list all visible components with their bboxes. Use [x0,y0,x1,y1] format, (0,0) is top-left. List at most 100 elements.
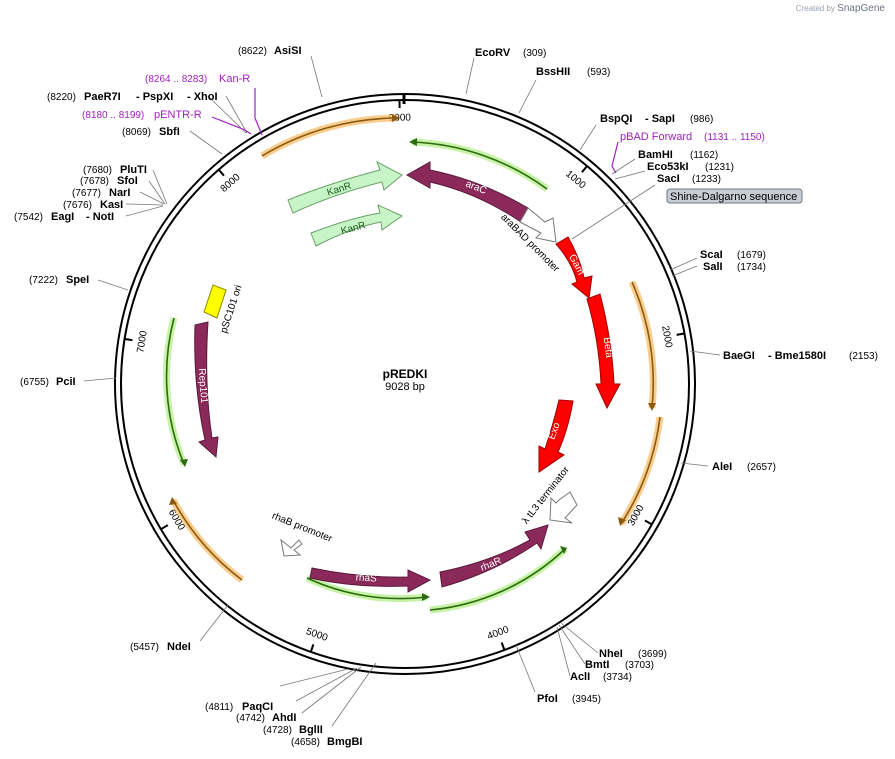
site-pcii: PciI [56,376,76,388]
site-pos: (3703) [625,660,654,671]
feature-rhas-label: rhaS [355,572,377,584]
plasmid-name: pREDKI [383,367,428,381]
site-ndei: NdeI [167,641,191,653]
shine-dalgarno-label: Shine-Dalgarno sequence [670,191,797,203]
plasmid-length: 9028 bp [385,381,425,393]
site-noti: - NotI [86,211,114,223]
snapgene-logo: SnapGene [837,3,885,14]
site-sbfi: SbfI [159,126,180,138]
site-pos: (7676) [63,200,92,211]
tick-mark [217,168,225,177]
site-bamhi: BamHI [638,149,673,161]
tick-mark [124,337,133,342]
site-baegi: BaeGI [723,350,755,362]
arc-left-orange [169,498,245,583]
primer-pentr-r: pENTR-R [154,109,202,121]
site-sfoi: SfoI [117,175,138,187]
site-pos: (309) [523,48,546,59]
tick-mark [500,642,506,651]
site-pspxi: - PspXI [136,91,173,103]
feature-exo [538,399,574,473]
tick-label: 5000 [304,626,329,644]
site-scai: ScaI [700,249,723,261]
site-pos: (5457) [130,642,159,653]
site-spei: SpeI [66,274,89,286]
feature-rep101-label: Rep101 [196,368,209,404]
restriction-sites: (8622) AsiSI EcoRV (309) BssHII (593) Bs… [14,45,878,748]
tick-mark [644,519,653,526]
site-pos: (4728) [263,725,292,736]
primer-markers [211,88,619,174]
site-pluti: PluTI [120,164,147,176]
site-pos: (3945) [572,694,601,705]
primer-pos: (8264 .. 8283) [145,74,207,85]
site-nhei: NheI [599,648,623,660]
primer-pos: (8180 .. 8199) [82,110,144,121]
site-eco53ki: Eco53kI [647,161,689,173]
site-ecorv: EcoRV [475,47,511,59]
primers: (8264 .. 8283) Kan-R (8180 .. 8199) pENT… [82,73,765,143]
primer-kan-r: Kan-R [219,73,250,85]
site-pos: (7542) [14,212,43,223]
feature-psc101-ori [203,284,227,319]
site-leader-lines [83,55,721,727]
site-bsshii: BssHII [536,66,570,78]
site-pos: (1734) [737,262,766,273]
site-kasi: KasI [100,199,123,211]
feature-rhas [309,567,432,593]
site-pos: (7680) [83,165,112,176]
feature-kanr-1 [287,160,403,214]
site-pos: (8622) [238,46,267,57]
outer-arcs [163,114,664,614]
tick-label: 2000 [659,325,674,349]
site-pos: (7677) [72,188,101,199]
primer-pos: (1131 .. 1150) [704,132,765,143]
tick-mark [676,332,685,336]
tick-mark [309,644,315,653]
feature-kanr-1-label: KanR [326,181,353,199]
site-asisi: AsiSI [274,45,302,57]
feature-arac [405,161,529,223]
site-eagi: EagI [51,211,74,223]
feature-arabad-promoter [519,207,557,243]
site-bme1580i: - Bme1580I [768,350,826,362]
shine-dalgarno-box[interactable] [666,188,803,204]
site-saci: SacI [657,173,680,185]
feature-gam-label: Gam [566,253,586,277]
site-ahdi: AhdI [272,712,296,724]
site-pos: (1679) [737,250,766,261]
site-bspqi: BspQI [600,113,632,125]
site-paer7i: PaeR7I [84,91,121,103]
site-bglii: BglII [299,724,323,736]
site-pos: (1162) [690,150,718,161]
site-acli: AclI [570,671,590,683]
feature-tl3-terminator [549,491,578,524]
site-pos: (3699) [638,649,667,660]
site-pos: (4811) [205,702,233,713]
primer-pbad-forward: pBAD Forward [620,131,692,143]
site-pos: (593) [587,67,610,78]
arc-top-orange [260,114,398,159]
site-sali: SalI [703,261,723,273]
snapgene-watermark: Created by SnapGene [795,3,885,14]
feature-rhar-label: rhaR [479,556,503,574]
site-pos: (1233) [692,174,721,185]
site-pos: (8069) [122,127,151,138]
site-pos: (3734) [603,672,632,683]
feature-rhab-promoter [280,538,303,557]
site-pos: (2153) [849,351,878,362]
tick-mark [581,165,588,173]
site-pos: (7222) [29,275,58,286]
tick-label: 7000 [135,330,149,354]
site-pfoi: PfoI [537,693,558,705]
feature-gam [555,236,593,299]
site-alei: AleI [712,461,732,473]
site-pos: (4658) [291,737,320,748]
tick-label: 4000 [486,624,511,642]
site-bmti: BmtI [585,659,609,671]
site-paqci: PaqCI [242,701,273,713]
feature-rhar [439,524,549,588]
feature-rhab-label: rhaB promoter [270,511,334,545]
feature-rep101 [194,321,219,459]
